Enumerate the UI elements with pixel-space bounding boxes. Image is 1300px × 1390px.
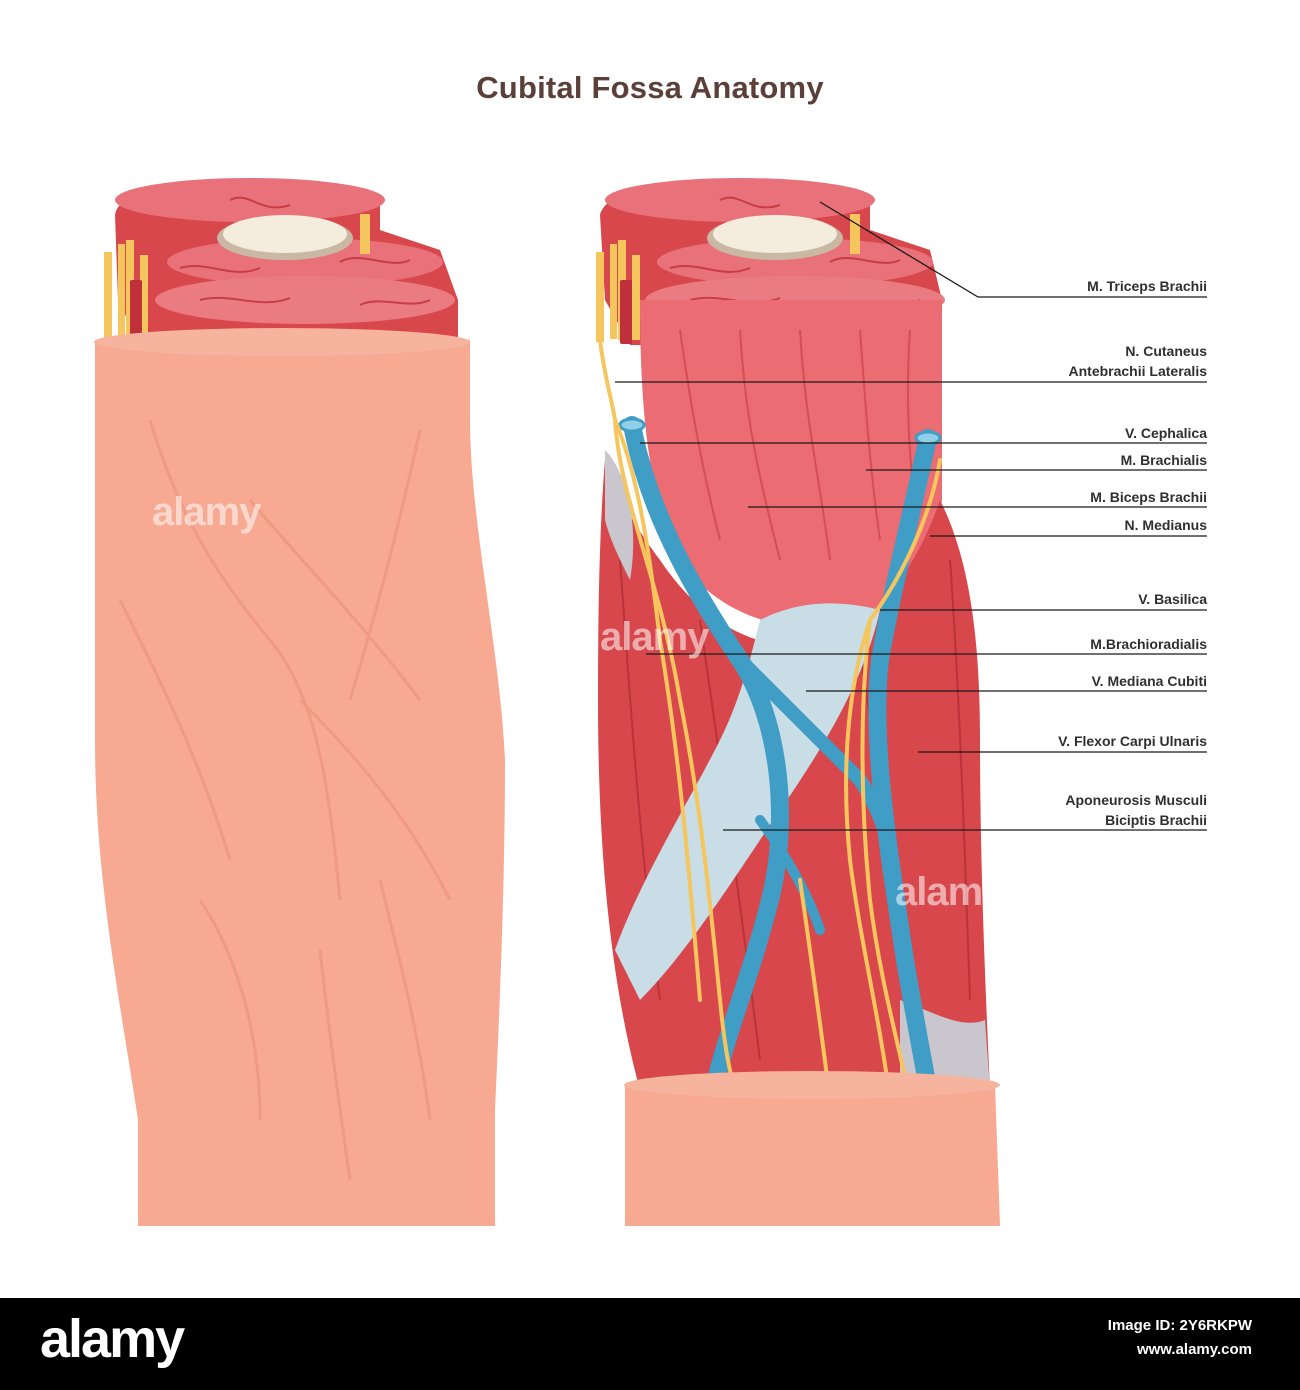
leader-lines — [615, 201, 1207, 831]
right-skin-cuff — [624, 1071, 1000, 1226]
label-triceps-brachii: M. Triceps Brachii — [1087, 278, 1207, 294]
label-v-basilica: V. Basilica — [1138, 591, 1207, 607]
label-m-biceps-brachii: M. Biceps Brachii — [1090, 489, 1207, 505]
watermark: alamy — [152, 490, 261, 534]
bicipital-aponeurosis — [615, 603, 880, 1000]
footer-site-link[interactable]: www.alamy.com — [1136, 1341, 1252, 1358]
right-arm-dissected-view — [596, 178, 1000, 1226]
label-n-medianus: N. Medianus — [1124, 517, 1207, 533]
label-cutaneus-antebrachii: N. Cutaneus Antebrachii Lateralis — [1068, 343, 1208, 379]
left-arm-skin-view — [94, 178, 505, 1226]
fascia-patch — [605, 450, 634, 580]
watermark: alamy — [600, 615, 709, 659]
footer-logo[interactable]: alamy — [40, 1309, 185, 1369]
anatomy-illustration — [94, 178, 1207, 1226]
diagram-title: Cubital Fossa Anatomy — [476, 70, 824, 105]
veins — [618, 416, 942, 1109]
label-m-brachialis: M. Brachialis — [1120, 452, 1207, 468]
label-aponeurosis: Aponeurosis Musculi Biciptis Brachii — [1065, 792, 1207, 828]
label-flexor-carpi-ulnaris: V. Flexor Carpi Ulnaris — [1058, 733, 1207, 749]
label-v-cephalica: V. Cephalica — [1125, 425, 1207, 441]
watermark: alamy — [895, 870, 1004, 914]
left-skin-sleeve — [94, 328, 505, 1226]
footer-image-id: Image ID: 2Y6RKPW — [1107, 1317, 1252, 1334]
label-m-brachioradialis: M.Brachioradialis — [1090, 636, 1207, 652]
left-muscle-cross-section — [104, 178, 458, 345]
footer-bar: alamy Image ID: 2Y6RKPW www.alamy.com — [0, 1298, 1300, 1390]
footer-image-info: Image ID: 2Y6RKPW www.alamy.com — [1108, 1314, 1252, 1362]
nerves — [598, 338, 942, 1102]
label-v-mediana-cubiti: V. Mediana Cubiti — [1091, 673, 1207, 689]
